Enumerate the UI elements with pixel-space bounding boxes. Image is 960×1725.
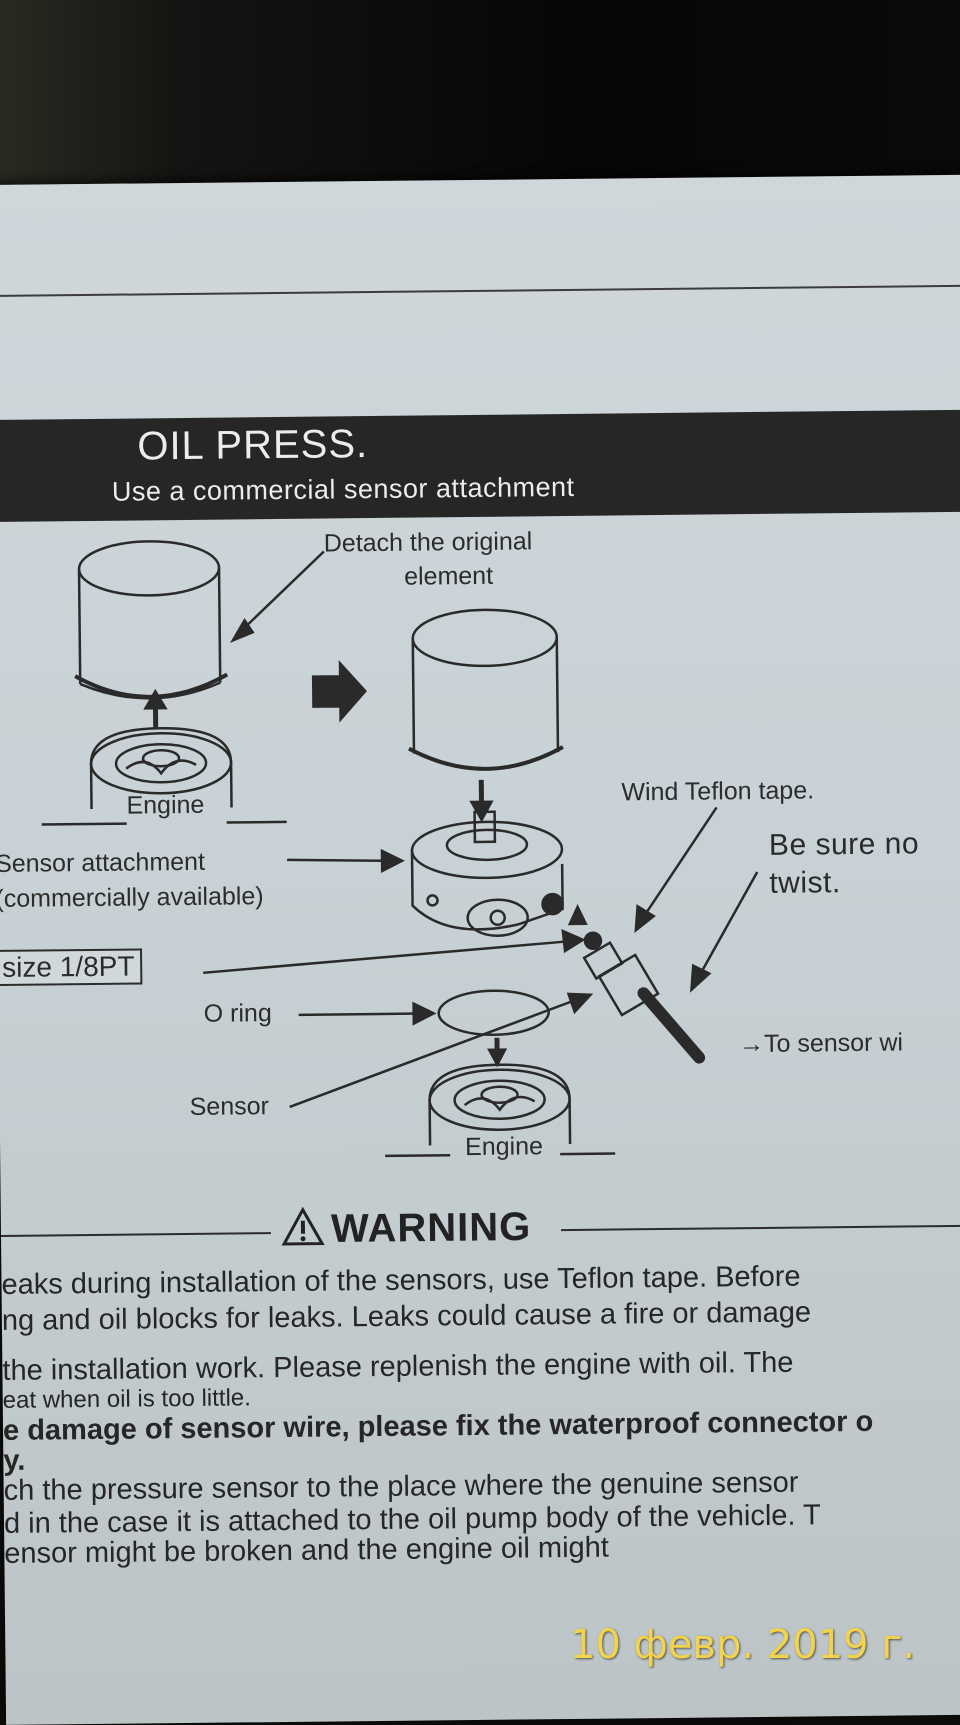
engine-label-left: Engine <box>126 791 204 821</box>
warning-header: WARNING <box>1 1200 960 1260</box>
background-dark-area <box>0 0 960 200</box>
warning-rule-right <box>561 1225 960 1232</box>
o-ring-label: O ring <box>204 999 272 1029</box>
warning-text-2: the installation work. Please replenish … <box>2 1343 960 1569</box>
new-filter-drawing <box>407 609 563 770</box>
original-filter-drawing <box>74 541 228 700</box>
o-ring-drawing <box>438 990 548 1035</box>
size-label: size 1/8PT <box>0 948 143 986</box>
detach-label-2: element <box>404 562 493 592</box>
warning-triangle-icon <box>281 1207 326 1257</box>
detach-label: Detach the original <box>324 527 533 558</box>
sensor-drawing <box>584 932 699 1059</box>
sensor-attachment-label-2: (commercially available) <box>0 882 264 914</box>
be-sure-label: Be sure no <box>769 827 919 863</box>
sensor-attachment-label: Sensor attachment <box>0 848 205 879</box>
wind-teflon-label: Wind Teflon tape. <box>621 776 814 807</box>
to-sensor-wire-label: →To sensor wi <box>739 1028 903 1059</box>
sensor-attachment-drawing <box>412 811 563 937</box>
sensor-label: Sensor <box>190 1092 270 1122</box>
warning-title-text: WARNING <box>331 1205 532 1251</box>
manual-page: OIL PRESS. Use a commercial sensor attac… <box>0 175 960 1725</box>
warning-rule-left <box>1 1232 271 1237</box>
warning-text-1: eaks during installation of the sensors,… <box>1 1257 960 1339</box>
date-stamp: 10 февр. 2019 г. <box>570 1622 915 1668</box>
warning-title: WARNING <box>281 1204 532 1257</box>
be-sure-label-2: twist. <box>769 866 841 901</box>
engine-label-bottom: Engine <box>465 1132 543 1162</box>
